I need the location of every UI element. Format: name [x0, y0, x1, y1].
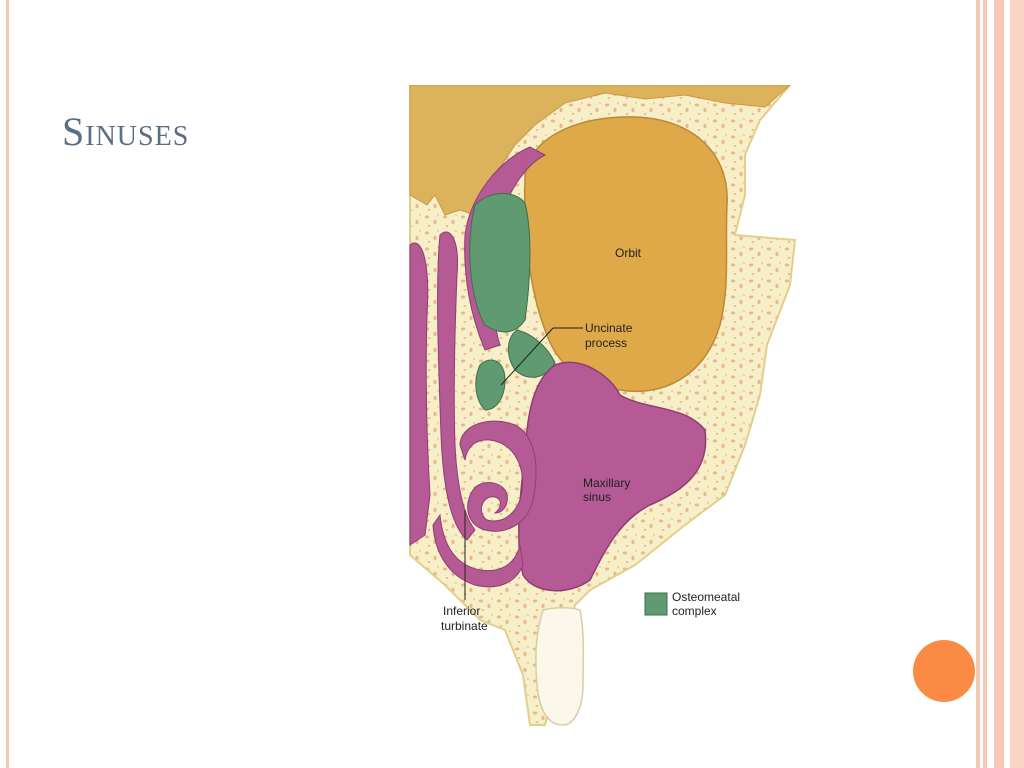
- slide-title: Sinuses: [62, 109, 190, 154]
- middle-turbinate-mucosa: [437, 231, 476, 541]
- label-maxillary-line1: Maxillary: [583, 476, 630, 490]
- accent-circle: [913, 640, 975, 702]
- stripe-4: [1010, 0, 1024, 768]
- label-orbit: Orbit: [615, 246, 642, 260]
- inferior-meatus-mucosa: [432, 513, 524, 588]
- osteomeatal-mid: [475, 359, 506, 411]
- uncinate-leader-line-2: [500, 327, 554, 386]
- osteomeatal-lower: [508, 329, 556, 378]
- label-uncinate-line1: Uncinate: [585, 321, 633, 335]
- skull-base-bone: [409, 84, 792, 216]
- stripe-1: [976, 0, 980, 768]
- left-border-rule: [6, 0, 9, 768]
- nasal-septum-mucosa: [409, 242, 431, 546]
- right-border-stripes: [976, 0, 1024, 768]
- stripe-3: [994, 0, 1004, 768]
- legend-label-line1: Osteomeatal: [672, 590, 740, 604]
- inferior-turbinate-curl: [459, 420, 537, 532]
- tooth: [535, 607, 585, 726]
- label-uncinate-line2: process: [585, 336, 627, 350]
- sinus-anatomy-svg: Orbit Uncinate process Maxillary sinus I…: [409, 84, 797, 726]
- label-inferior-line1: Inferior: [443, 604, 480, 618]
- legend-label-line2: complex: [672, 604, 717, 618]
- osteomeatal-upper: [469, 193, 531, 333]
- sinus-anatomy-diagram: Orbit Uncinate process Maxillary sinus I…: [405, 84, 805, 730]
- legend-swatch-osteomeatal: [644, 592, 668, 616]
- label-maxillary-line2: sinus: [583, 490, 611, 504]
- stripe-2: [983, 0, 987, 768]
- orbit-region: [523, 116, 728, 392]
- label-inferior-line2: turbinate: [441, 619, 488, 633]
